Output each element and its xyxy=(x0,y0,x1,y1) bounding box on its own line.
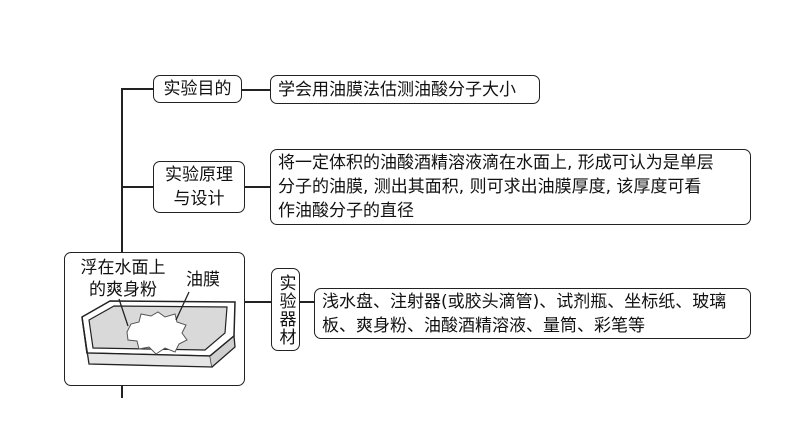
film-label: 油膜 xyxy=(186,270,220,290)
link-illustration-equipment xyxy=(245,301,271,303)
equipment-label: 实验器材 xyxy=(275,273,296,346)
purpose-content-box: 学会用油膜法估测油酸分子大小 xyxy=(270,75,540,104)
link-principle xyxy=(245,186,270,188)
branch-principle xyxy=(121,186,153,188)
main-vertical-connector xyxy=(121,88,123,398)
shallow-tray-icon xyxy=(81,291,236,368)
equipment-content: 浅水盘、注射器(或胶头滴管)、试剂瓶、坐标纸、玻璃 板、爽身粉、油酸酒精溶液、量… xyxy=(322,291,727,336)
purpose-label: 实验目的 xyxy=(163,79,232,99)
equipment-label-box: 实验器材 xyxy=(271,268,300,351)
oil-film-illustration: 浮在水面上 的爽身粉 油膜 xyxy=(64,252,245,386)
principle-label: 实验原理 与设计 xyxy=(165,165,233,209)
link-purpose xyxy=(242,89,270,91)
equipment-content-box: 浅水盘、注射器(或胶头滴管)、试剂瓶、坐标纸、玻璃 板、爽身粉、油酸酒精溶液、量… xyxy=(314,288,751,339)
purpose-label-box: 实验目的 xyxy=(153,75,242,103)
principle-content-box: 将一定体积的油酸酒精溶液滴在水面上, 形成可认为是单层 分子的油膜, 测出其面积… xyxy=(270,149,751,225)
purpose-content: 学会用油膜法估测油酸分子大小 xyxy=(278,79,516,100)
principle-content: 将一定体积的油酸酒精溶液滴在水面上, 形成可认为是单层 分子的油膜, 测出其面积… xyxy=(278,153,714,221)
principle-label-box: 实验原理 与设计 xyxy=(153,161,245,213)
powder-label: 浮在水面上 的爽身粉 xyxy=(80,258,166,300)
branch-purpose xyxy=(121,88,153,90)
link-equipment xyxy=(300,301,314,303)
